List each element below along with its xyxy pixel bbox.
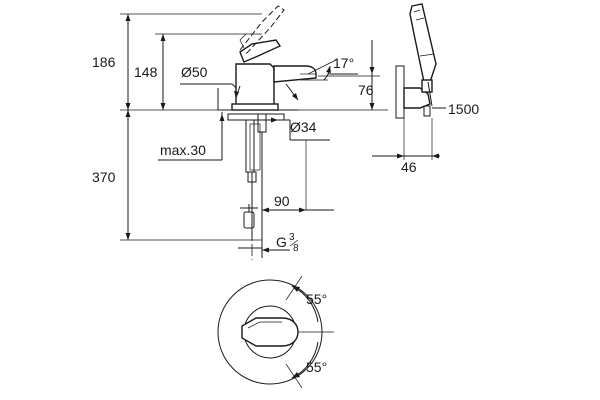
dim-label-diameter-34: Ø34 [290, 119, 317, 135]
plan-view: 55° 55° [217, 275, 334, 389]
dim-spout-angle: 17° [300, 55, 358, 81]
dim-label-thread-denominator: 8 [293, 243, 299, 254]
dim-label-46: 46 [401, 159, 417, 175]
below-deck-assembly [227, 113, 285, 260]
dim-label-76: 76 [358, 82, 374, 98]
dim-height-below-deck: 370 [92, 110, 131, 240]
dim-label-186: 186 [92, 54, 116, 70]
dim-max-deck-thickness: max.30 [158, 112, 225, 161]
dim-label-diameter-50: Ø50 [181, 64, 208, 80]
shower-holder [403, 87, 431, 109]
dim-label-148: 148 [134, 64, 158, 80]
dim-label-thread-numerator: 3 [289, 232, 295, 243]
dim-height-above-deck: 186 [92, 14, 131, 110]
dim-spout-reach: 76 [285, 40, 380, 110]
dim-label-thread-g: G [276, 234, 287, 250]
hand-shower-view: 1500 46 [372, 3, 479, 175]
dim-label-370: 370 [92, 169, 116, 185]
hand-shower-head [409, 3, 437, 83]
dim-label-max-30: max.30 [160, 142, 206, 158]
dim-label-1500: 1500 [448, 101, 479, 117]
tap-lever [239, 39, 282, 63]
dim-bracket-depth: 46 [372, 118, 440, 175]
tap-body [235, 63, 275, 109]
shower-hose [427, 81, 433, 107]
dim-deck-hole-diameter: Ø34 [240, 117, 330, 141]
dim-thread-size: G 3 8 [262, 232, 299, 254]
dim-label-55-deg-lower: 55° [306, 359, 327, 375]
dim-label-55-deg-upper: 55° [306, 291, 327, 307]
dim-label-17-deg: 17° [333, 55, 354, 71]
dim-below-offset: 90 [262, 140, 334, 213]
dim-spout-height: 148 [134, 34, 166, 110]
tap-spout [273, 65, 317, 83]
dim-body-diameter: Ø50 [180, 64, 246, 97]
dim-label-90: 90 [274, 193, 290, 209]
front-elevation: 186 148 Ø50 [92, 5, 388, 260]
lever-open-position [239, 5, 285, 55]
